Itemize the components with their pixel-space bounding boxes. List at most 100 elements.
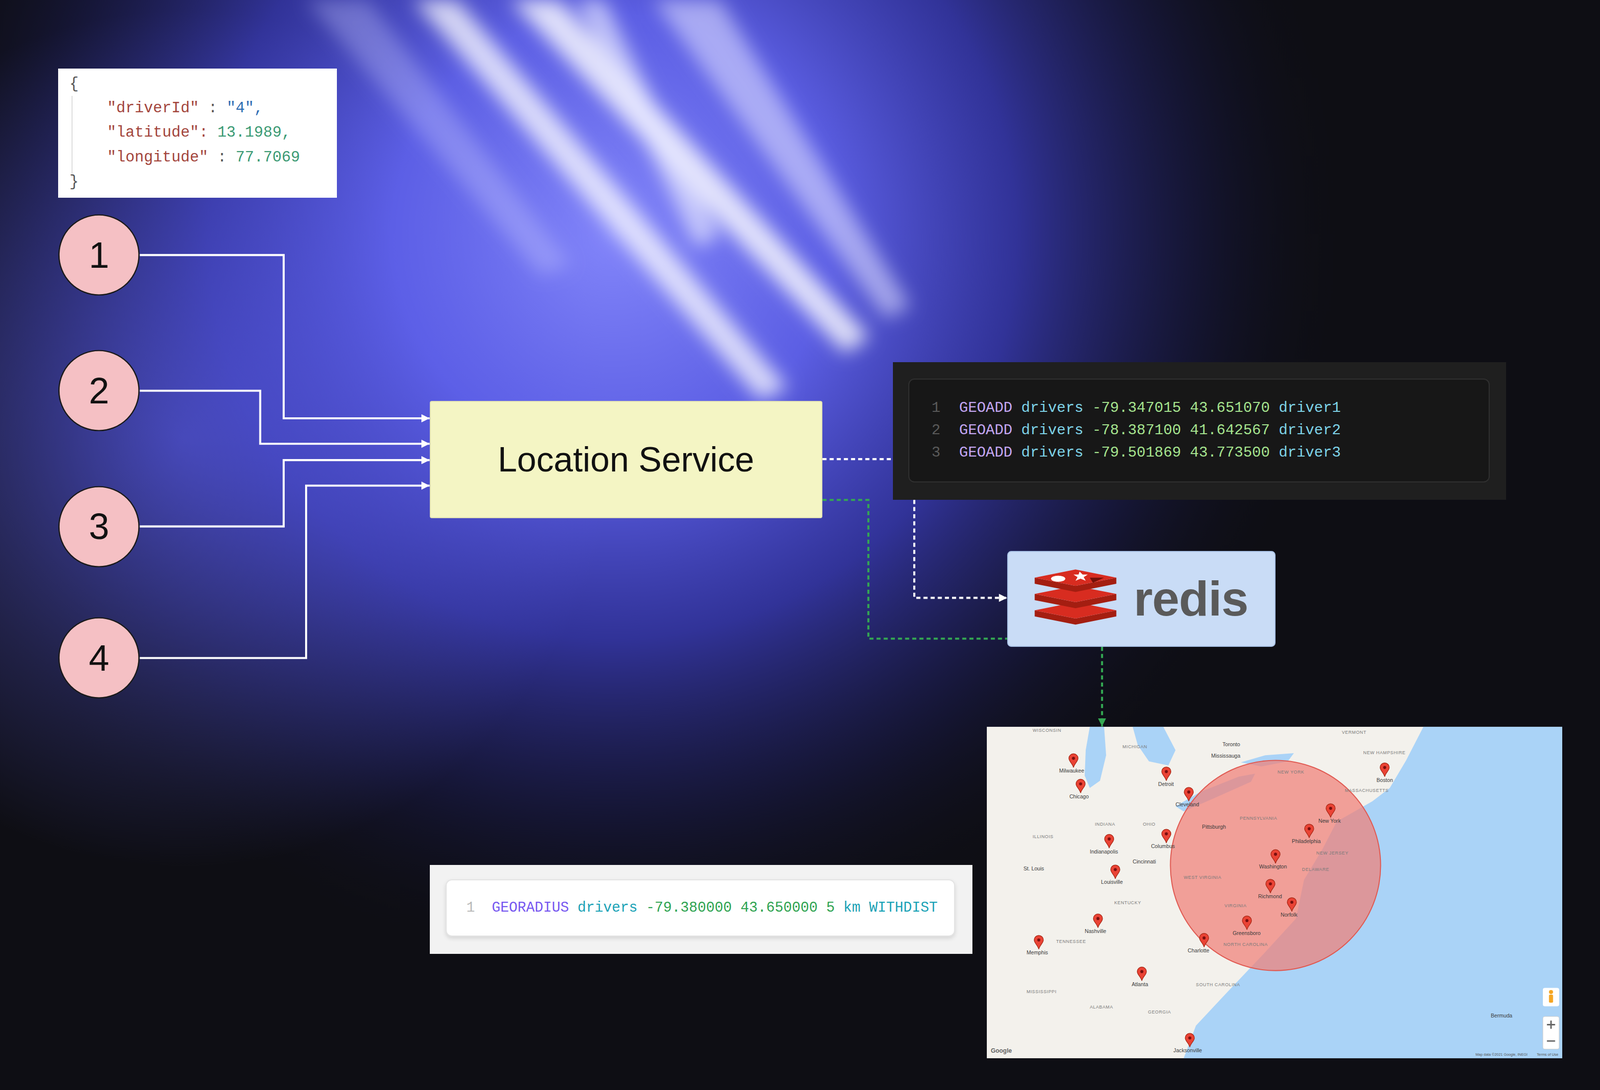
pegman-icon <box>1548 994 1553 1003</box>
code-token: driver3 <box>1278 444 1341 462</box>
code-row: { <box>61 71 334 96</box>
map-pin <box>1265 879 1275 894</box>
logo-layer <box>1034 577 1117 593</box>
code-token: { <box>69 75 79 93</box>
driver-number: 1 <box>88 235 110 276</box>
map-pin <box>1110 865 1120 880</box>
map-pin <box>1271 849 1280 864</box>
map-label: Pittsburgh <box>1201 824 1226 830</box>
code-token: WITHDIST <box>869 899 938 917</box>
code-panel: 1GEOADD drivers -79.347015 43.651070 dri… <box>908 378 1491 483</box>
code-token: driver1 <box>1278 399 1341 417</box>
map-label: MASSACHUSETTS <box>1345 788 1389 794</box>
driver-node: 2 <box>58 349 140 432</box>
map-label: Columbus <box>1150 843 1175 850</box>
circle-shape <box>59 486 140 567</box>
map-label: Norfolk <box>1280 912 1298 918</box>
code-line: GEOADD drivers -79.347015 43.651070 driv… <box>959 399 1341 417</box>
code-token: -79.380000 <box>645 899 732 917</box>
code-line: { <box>69 75 79 93</box>
map-label: Boston <box>1376 777 1393 784</box>
code-row: } <box>61 169 334 194</box>
circle-shape <box>59 350 140 431</box>
code-token: : <box>217 148 227 166</box>
map-label: Memphis <box>1026 950 1048 956</box>
map-label: ILLINOIS <box>1032 834 1054 840</box>
map-label: KENTUCKY <box>1114 900 1141 906</box>
map-label: NEW JERSEY <box>1316 851 1349 856</box>
map-label: Cincinnati <box>1132 859 1156 865</box>
connector <box>139 460 430 527</box>
pegman-button <box>1542 988 1560 1007</box>
code-token: GEOADD <box>959 444 1013 462</box>
connector <box>139 391 430 445</box>
map-pin <box>1068 753 1078 768</box>
code-line: } <box>69 172 79 191</box>
json-snippet: {"driverId" : "4","latitude": 13.1989,"l… <box>58 68 337 199</box>
driver-number: 4 <box>88 638 110 679</box>
driver-number: 3 <box>88 506 110 547</box>
map-label: ALABAMA <box>1089 1005 1114 1010</box>
map-label: Detroit <box>1158 781 1174 788</box>
datastore-label: redis <box>1133 571 1248 626</box>
map-pin <box>1287 897 1297 912</box>
map-label: Louisville <box>1101 879 1123 885</box>
logo-mark <box>1050 575 1066 582</box>
map-label: WEST VIRGINIA <box>1183 875 1222 880</box>
map-pin <box>1184 787 1194 802</box>
code-token: -78.387100 <box>1092 421 1182 439</box>
code-token: -79.501869 <box>1092 444 1182 462</box>
map-label: PENNSYLVANIA <box>1239 816 1278 821</box>
driver-node: 1 <box>58 214 140 296</box>
code-row: 2GEOADD drivers -78.387100 41.642567 dri… <box>931 419 1479 442</box>
map-label: Greensboro <box>1232 930 1261 937</box>
map-label: VIRGINIA <box>1224 903 1247 909</box>
line-number: 2 <box>931 419 960 442</box>
code-token: drivers <box>1021 444 1084 462</box>
logo-layer <box>1034 602 1117 619</box>
driver-node: 3 <box>58 485 140 568</box>
pegman-icon <box>1548 990 1553 995</box>
driver-node: 4 <box>58 617 140 699</box>
zoom-control <box>1542 1016 1560 1050</box>
code-row: "driverId" : "4", <box>61 95 334 121</box>
code-panel: 1GEORADIUS drivers -79.380000 43.650000 … <box>445 879 956 937</box>
code-token: "latitude": <box>107 123 209 142</box>
zoom-in-icon <box>1550 1020 1552 1029</box>
code-token: 77.7069 <box>235 148 300 166</box>
map-label: Cleveland <box>1175 801 1200 808</box>
map-pin <box>1093 914 1103 929</box>
code-row: "longitude" : 77.7069 <box>61 145 334 170</box>
connector <box>822 458 893 461</box>
map-label: St. Louis <box>1023 866 1044 872</box>
code-token: "driverId" <box>107 99 200 117</box>
light-streaks <box>306 0 911 400</box>
map-label: Richmond <box>1258 893 1282 900</box>
map-pin <box>1104 834 1114 849</box>
code-line: GEOADD drivers -78.387100 41.642567 driv… <box>959 421 1341 439</box>
code-line: "driverId" : "4", <box>107 99 264 117</box>
logo-mark <box>1089 577 1105 583</box>
zoom-out-icon <box>1546 1040 1555 1042</box>
connector <box>822 499 1008 639</box>
code-line: GEOADD drivers -79.501869 43.773500 driv… <box>959 444 1341 462</box>
driver-number: 2 <box>88 370 110 411</box>
map-label: Nashville <box>1084 928 1107 935</box>
circle-shape <box>59 215 140 296</box>
map-label: Mississauga <box>1211 753 1241 759</box>
map-label: MISSISSIPPI <box>1026 989 1057 995</box>
map-label: NORTH CAROLINA <box>1223 942 1268 948</box>
code-token: km <box>843 899 861 917</box>
datastore-box: redis <box>1007 551 1276 647</box>
code-row: 1GEORADIUS drivers -79.380000 43.650000 … <box>466 896 944 920</box>
map-pin <box>1161 767 1171 782</box>
map-label: Charlotte <box>1187 948 1209 954</box>
query-block: 1GEORADIUS drivers -79.380000 43.650000 … <box>429 865 973 955</box>
map-label: Atlanta <box>1131 981 1148 988</box>
map-pin <box>1199 933 1209 948</box>
line-number: 3 <box>931 441 960 465</box>
map-label: Indianapolis <box>1089 849 1119 855</box>
code-token: 5 <box>826 899 835 917</box>
